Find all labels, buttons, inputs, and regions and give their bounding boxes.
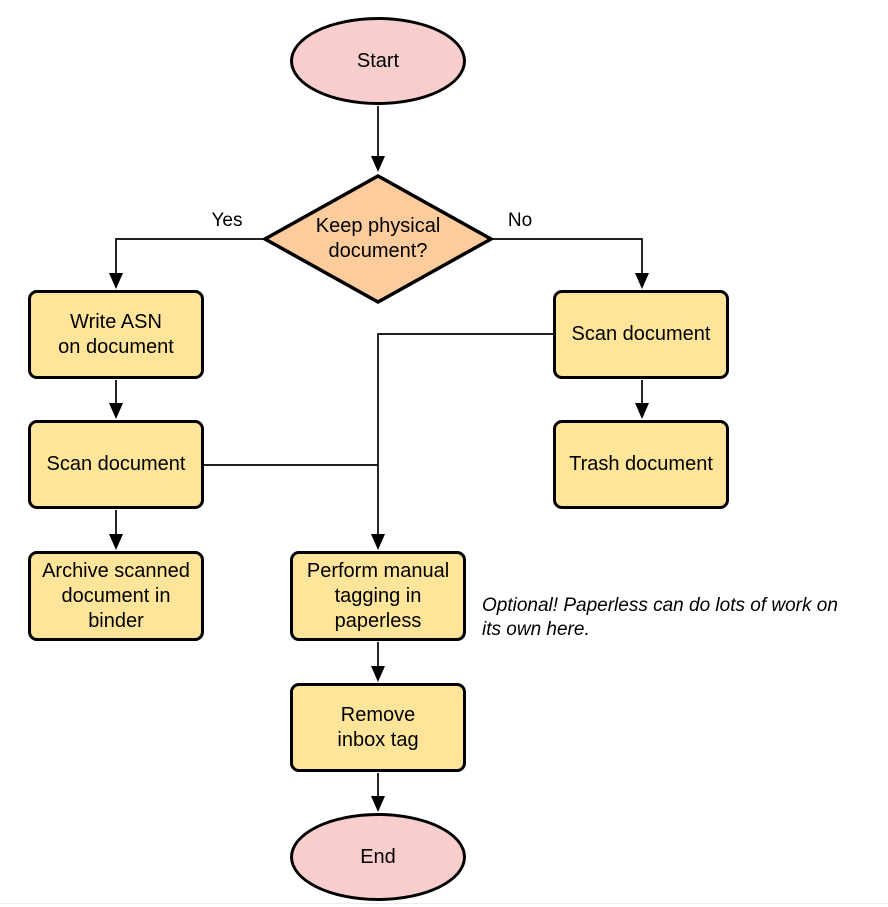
end-node: End <box>290 813 466 901</box>
start-node: Start <box>290 17 466 105</box>
edge-label-no: No <box>507 210 533 231</box>
process-remove-inbox-tag: Remove inbox tag <box>290 683 466 772</box>
decision-node-shape <box>261 173 495 305</box>
edge-decision-yes <box>109 238 265 289</box>
edge-scanright-to-tagging <box>371 333 553 550</box>
optional-annotation: Optional! Paperless can do lots of work … <box>482 595 838 640</box>
edge-decision-no <box>491 238 649 289</box>
process-scan-document-left: Scan document <box>28 420 204 509</box>
process-trash-document: Trash document <box>553 420 729 509</box>
process-manual-tagging: Perform manual tagging in paperless <box>290 551 466 641</box>
bottom-separator <box>0 903 888 904</box>
process-write-asn: Write ASN on document <box>28 290 204 379</box>
decision-node-label: Keep physical document? <box>315 215 441 262</box>
edge-label-yes: Yes <box>211 210 243 231</box>
process-archive-scanned: Archive scanned document in binder <box>28 551 204 641</box>
process-scan-document-right: Scan document <box>553 290 729 379</box>
